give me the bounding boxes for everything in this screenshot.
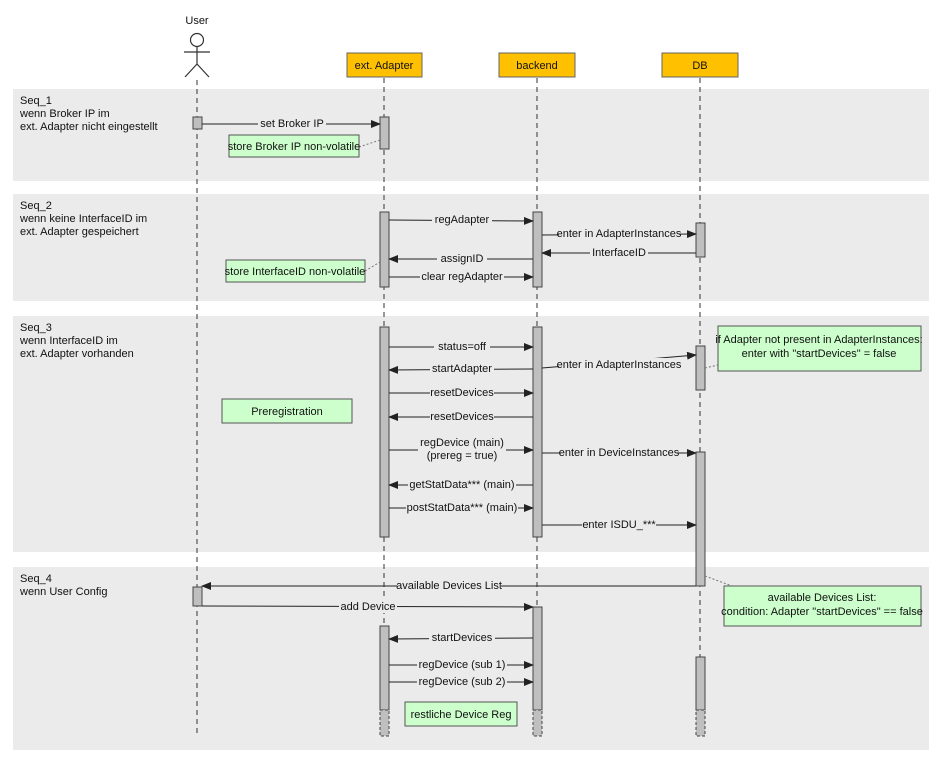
db-activation-4-cont bbox=[695, 709, 706, 737]
seq-1-frame bbox=[13, 89, 929, 181]
adapter-actor-label: ext. Adapter bbox=[355, 60, 414, 72]
note-available-devices-line-1: available Devices List: bbox=[768, 592, 877, 604]
seq-4-line-1: wenn User Config bbox=[19, 586, 107, 598]
seq-1-title: Seq_1 bbox=[20, 95, 52, 107]
seq-1-line-2: ext. Adapter nicht eingestellt bbox=[20, 121, 158, 133]
msg-interface-id: InterfaceID bbox=[592, 247, 646, 259]
msg-enter-adapter-instances: enter in AdapterInstances bbox=[557, 228, 682, 240]
msg-reset-devices-1: resetDevices bbox=[430, 387, 494, 399]
seq-1-line-1: wenn Broker IP im bbox=[19, 108, 110, 120]
seq-2-line-2: ext. Adapter gespeichert bbox=[20, 226, 139, 238]
db-actor-label: DB bbox=[692, 60, 707, 72]
msg-enter-adapter-instances-2: enter in AdapterInstances bbox=[557, 359, 682, 371]
db-activation-4 bbox=[695, 656, 706, 711]
note-available-devices bbox=[723, 585, 922, 627]
seq-3-title: Seq_3 bbox=[20, 322, 52, 334]
note-restliche-device-reg-text: restliche Device Reg bbox=[411, 709, 512, 721]
msg-assign-id: assignID bbox=[441, 253, 484, 265]
note-interface-connector bbox=[364, 261, 381, 272]
backend-actor-label: backend bbox=[516, 60, 558, 72]
seq-2-line-1: wenn keine InterfaceID im bbox=[19, 213, 147, 225]
adapter-actor-box bbox=[346, 52, 423, 78]
adapter-activation-4 bbox=[379, 625, 390, 711]
note-store-broker-ip bbox=[228, 134, 360, 158]
msg-available-devices-list: available Devices List bbox=[396, 580, 502, 592]
db-activation-3a bbox=[695, 345, 706, 391]
seq-3-line-1: wenn InterfaceID im bbox=[19, 335, 118, 347]
msg-post-stat-data: postStatData*** (main) bbox=[407, 502, 518, 514]
seq-4-title: Seq_4 bbox=[20, 573, 52, 585]
db-actor-box bbox=[661, 52, 739, 78]
note-avail-connector bbox=[704, 575, 733, 587]
note-store-interface-id-text: store InterfaceID non-volatile bbox=[225, 266, 366, 278]
user-actor-label: User bbox=[185, 15, 209, 27]
note-if-adapter bbox=[717, 325, 922, 372]
adapter-activation-3 bbox=[379, 326, 390, 538]
note-available-devices-line-2: condition: Adapter "startDevices" == fal… bbox=[721, 606, 923, 618]
msg-reg-device-sub1: regDevice (sub 1) bbox=[419, 659, 506, 671]
adapter-activation-1 bbox=[379, 116, 390, 150]
msg-reset-devices-2: resetDevices bbox=[430, 411, 494, 423]
msg-reg-device-sub2: regDevice (sub 2) bbox=[419, 676, 506, 688]
backend-activation-4-cont bbox=[532, 709, 543, 737]
msg-enter-isdu: enter ISDU_*** bbox=[582, 519, 656, 531]
adapter-activation-4-cont bbox=[379, 709, 390, 737]
adapter-activation-2 bbox=[379, 211, 390, 288]
msg-start-adapter: startAdapter bbox=[432, 363, 492, 375]
backend-activation-3 bbox=[532, 326, 543, 538]
msg-enter-device-instances: enter in DeviceInstances bbox=[559, 447, 680, 459]
msg-reg-device-main-1: regDevice (main) bbox=[420, 437, 504, 449]
note-restliche-device-reg bbox=[404, 701, 518, 727]
seq-2-frame bbox=[13, 194, 929, 301]
db-activation-3b bbox=[695, 451, 706, 587]
msg-get-stat-data: getStatData*** (main) bbox=[409, 479, 514, 491]
seq-2-title: Seq_2 bbox=[20, 200, 52, 212]
msg-status-off: status=off bbox=[438, 341, 487, 353]
backend-actor-box bbox=[498, 52, 576, 78]
note-store-interface-id bbox=[225, 259, 366, 283]
note-if-adapter-line-2: enter with "startDevices" = false bbox=[742, 348, 897, 360]
msg-reg-device-main-2: (prereg = true) bbox=[427, 450, 498, 462]
msg-reg-adapter: regAdapter bbox=[435, 214, 490, 226]
msg-add-device: add Device bbox=[340, 601, 395, 613]
seq-3-line-2: ext. Adapter vorhanden bbox=[20, 348, 134, 360]
db-activation-2 bbox=[695, 222, 706, 258]
user-activation-1 bbox=[192, 116, 203, 130]
note-preregistration bbox=[221, 398, 353, 424]
note-if-adapter-line-1: if Adapter not present in AdapterInstanc… bbox=[715, 334, 922, 346]
note-preregistration-text: Preregistration bbox=[251, 406, 323, 418]
msg-start-devices: startDevices bbox=[432, 632, 493, 644]
msg-clear-reg-adapter: clear regAdapter bbox=[421, 271, 503, 283]
backend-activation-2 bbox=[532, 211, 543, 288]
user-actor-icon bbox=[184, 32, 210, 78]
msg-set-broker-ip: set Broker IP bbox=[260, 118, 324, 130]
note-store-broker-ip-text: store Broker IP non-volatile bbox=[228, 141, 360, 153]
backend-activation-4 bbox=[532, 606, 543, 711]
user-activation-4 bbox=[192, 586, 203, 607]
